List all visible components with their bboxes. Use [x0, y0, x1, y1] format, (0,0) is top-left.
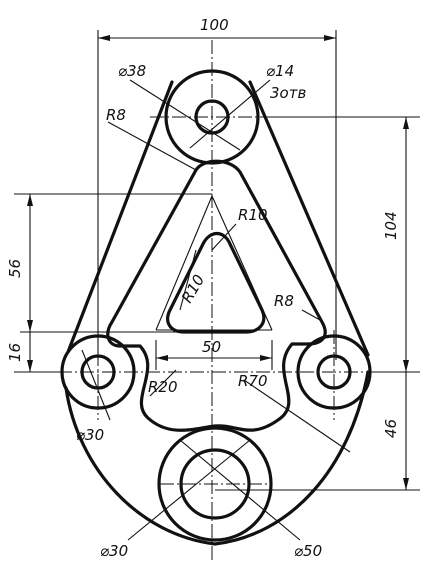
dim-hole-diameter: ⌀14: [266, 62, 294, 80]
dim-fillet-bottom-left: R20: [148, 378, 178, 396]
dim-left-boss-diameter: ⌀30: [76, 426, 104, 444]
dimension-lines: [27, 35, 409, 541]
inner-slot: [106, 159, 327, 432]
dim-arc-radius: R70: [238, 372, 268, 390]
dim-vertical-46: 46: [382, 419, 400, 438]
dim-horizontal-50: 50: [202, 338, 221, 356]
extension-lines: [14, 30, 420, 491]
dim-vertical-16: 16: [6, 343, 24, 362]
dim-vertical-56: 56: [6, 259, 24, 278]
dim-bottom-hole-diameter: ⌀30: [100, 542, 128, 560]
dim-width-overall: 100: [200, 16, 229, 34]
dim-top-boss-diameter: ⌀38: [118, 62, 146, 80]
outer-contour: [64, 80, 370, 546]
dim-fillet-top: R8: [106, 106, 126, 124]
dim-hole-count: 3отв: [270, 84, 306, 102]
dim-vertical-104: 104: [382, 211, 400, 240]
dim-fillet-right: R8: [274, 292, 294, 310]
dim-bottom-boss-diameter: ⌀50: [294, 542, 322, 560]
dim-fillet-inner-top: R10: [238, 206, 268, 224]
